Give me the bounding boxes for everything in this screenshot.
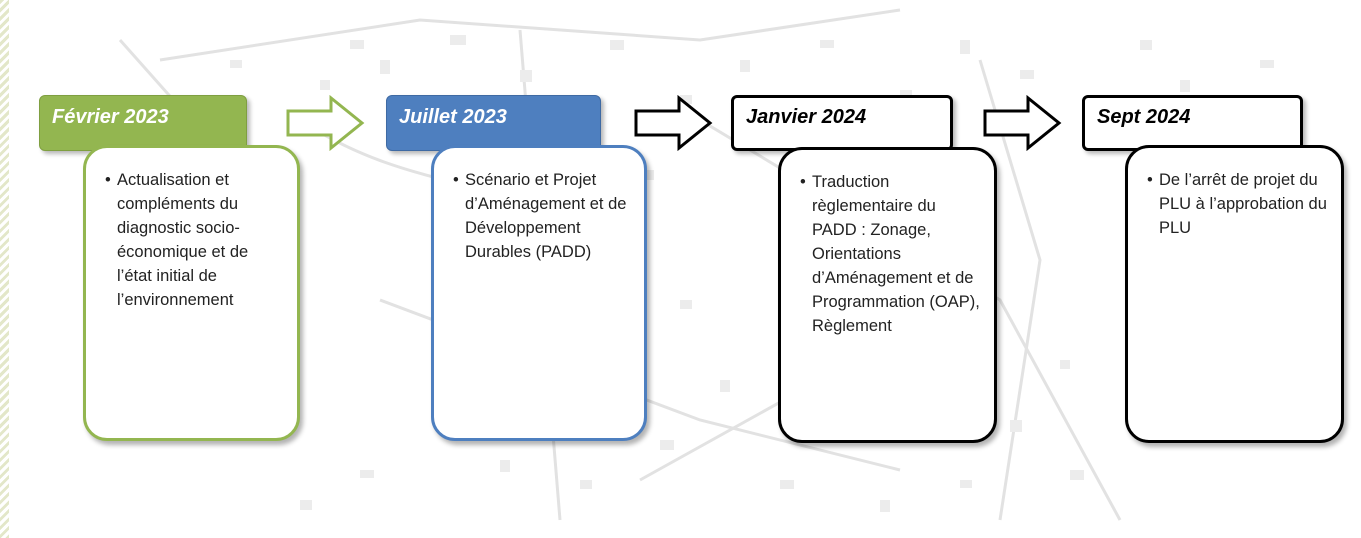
step-description: Traduction règlementaire du PADD : Zonag… (800, 170, 984, 338)
right-arrow-icon (983, 95, 1062, 151)
right-arrow-icon (634, 95, 713, 151)
step-date: Février 2023 (39, 95, 247, 151)
right-arrow-icon (286, 95, 365, 151)
step-description: Scénario et Projet d’Aménagement et de D… (453, 168, 634, 264)
step-content-box: Traduction règlementaire du PADD : Zonag… (778, 147, 997, 443)
step-date: Janvier 2024 (731, 95, 953, 151)
step-description: Actualisation et compléments du diagnost… (105, 168, 287, 312)
step-date: Juillet 2023 (386, 95, 601, 151)
hatched-margin (0, 0, 9, 538)
step-content-box: De l’arrêt de projet du PLU à l’approbat… (1125, 145, 1344, 443)
step-date: Sept 2024 (1082, 95, 1303, 151)
step-content-box: Scénario et Projet d’Aménagement et de D… (431, 145, 647, 441)
step-content-box: Actualisation et compléments du diagnost… (83, 145, 300, 441)
step-description: De l’arrêt de projet du PLU à l’approbat… (1147, 168, 1331, 240)
